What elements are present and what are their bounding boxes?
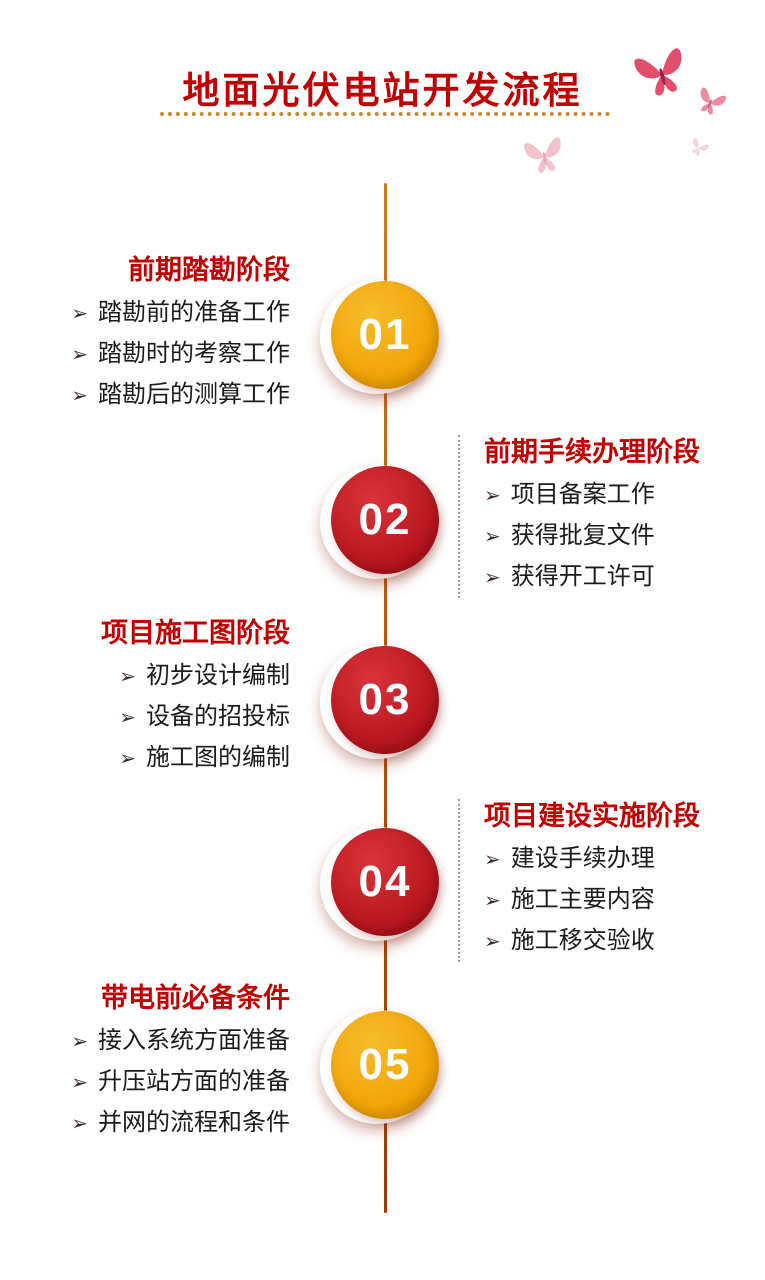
list-item: ➢ 项目备案工作 — [484, 475, 710, 516]
step-item-text: 踏勘前的准备工作 — [98, 299, 290, 326]
step-item-text: 升压站方面的准备 — [98, 1068, 290, 1095]
step-item-text: 获得批复文件 — [510, 522, 655, 549]
list-item: ➢ 并网的流程和条件 — [20, 1103, 290, 1144]
arrow-bullet-icon: ➢ — [484, 567, 501, 589]
arrow-bullet-icon: ➢ — [119, 666, 136, 688]
butterfly-icon — [691, 137, 709, 156]
butterfly-icon — [524, 137, 561, 173]
step-item-text: 接入系统方面准备 — [98, 1027, 290, 1054]
timeline-node-04: 04 — [320, 826, 441, 941]
step-heading: 带电前必备条件 — [101, 983, 290, 1013]
step-item-text: 施工移交验收 — [510, 927, 655, 954]
timeline-node-03: 03 — [320, 644, 441, 759]
list-item: ➢ 踏勘时的考察工作 — [20, 334, 290, 375]
list-item: ➢ 施工图的编制 — [20, 738, 290, 779]
list-item: ➢ 初步设计编制 — [20, 656, 290, 697]
step-item-text: 施工图的编制 — [146, 744, 290, 771]
step-item-text: 建设手续办理 — [510, 845, 655, 872]
step-block-5: 带电前必备条件 ➢ 接入系统方面准备 ➢ 升压站方面的准备 ➢ 并网的流程和条件 — [20, 981, 290, 1144]
arrow-bullet-icon: ➢ — [71, 1031, 88, 1053]
step-item-text: 踏勘时的考察工作 — [98, 340, 290, 367]
list-item: ➢ 踏勘后的测算工作 — [20, 375, 290, 416]
timeline-node-05: 05 — [320, 1009, 441, 1124]
arrow-bullet-icon: ➢ — [484, 485, 501, 507]
step-heading: 前期踏勘阶段 — [128, 255, 290, 285]
arrow-bullet-icon: ➢ — [71, 303, 88, 325]
timeline-node-02: 02 — [320, 464, 441, 579]
step-heading: 前期手续办理阶段 — [484, 437, 700, 467]
arrow-bullet-icon: ➢ — [484, 849, 501, 871]
step-block-1: 前期踏勘阶段 ➢ 踏勘前的准备工作 ➢ 踏勘时的考察工作 ➢ 踏勘后的测算工作 — [20, 253, 290, 416]
arrow-bullet-icon: ➢ — [484, 931, 501, 953]
butterfly-icon — [700, 87, 727, 115]
node-circle: 03 — [331, 646, 439, 754]
arrow-bullet-icon: ➢ — [119, 707, 136, 729]
node-circle: 05 — [331, 1011, 439, 1119]
list-item: ➢ 升压站方面的准备 — [20, 1062, 290, 1103]
step-heading: 项目建设实施阶段 — [484, 801, 700, 831]
step-number: 02 — [358, 495, 412, 544]
list-item: ➢ 设备的招投标 — [20, 697, 290, 738]
step-item-text: 项目备案工作 — [510, 481, 655, 508]
step-block-4: 项目建设实施阶段 ➢ 建设手续办理 ➢ 施工主要内容 ➢ 施工移交验收 — [458, 799, 710, 962]
step-item-text: 初步设计编制 — [146, 662, 290, 689]
step-item-text: 踏勘后的测算工作 — [98, 381, 290, 408]
list-item: ➢ 踏勘前的准备工作 — [20, 293, 290, 334]
timeline-node-01: 01 — [320, 279, 441, 394]
arrow-bullet-icon: ➢ — [71, 344, 88, 366]
arrow-bullet-icon: ➢ — [71, 385, 88, 407]
list-item: ➢ 获得开工许可 — [484, 557, 710, 598]
arrow-bullet-icon: ➢ — [484, 890, 501, 912]
step-block-2: 前期手续办理阶段 ➢ 项目备案工作 ➢ 获得批复文件 ➢ 获得开工许可 — [458, 435, 710, 598]
node-circle: 02 — [331, 466, 439, 574]
page-title: 地面光伏电站开发流程 — [182, 70, 583, 111]
node-circle: 01 — [331, 281, 439, 389]
step-item-text: 获得开工许可 — [510, 563, 655, 590]
title-underline — [160, 112, 610, 116]
list-item: ➢ 建设手续办理 — [484, 839, 710, 880]
step-number: 01 — [358, 310, 412, 359]
arrow-bullet-icon: ➢ — [484, 526, 501, 548]
arrow-bullet-icon: ➢ — [71, 1113, 88, 1135]
list-item: ➢ 施工移交验收 — [484, 921, 710, 962]
step-item-text: 并网的流程和条件 — [98, 1109, 290, 1136]
list-item: ➢ 接入系统方面准备 — [20, 1021, 290, 1062]
step-item-text: 设备的招投标 — [146, 703, 290, 730]
step-heading: 项目施工图阶段 — [101, 618, 290, 648]
step-item-text: 施工主要内容 — [510, 886, 655, 913]
list-item: ➢ 施工主要内容 — [484, 880, 710, 921]
step-number: 04 — [358, 857, 412, 906]
step-block-3: 项目施工图阶段 ➢ 初步设计编制 ➢ 设备的招投标 ➢ 施工图的编制 — [20, 616, 290, 779]
step-number: 03 — [358, 675, 412, 724]
arrow-bullet-icon: ➢ — [119, 748, 136, 770]
node-circle: 04 — [331, 828, 439, 936]
arrow-bullet-icon: ➢ — [71, 1072, 88, 1094]
list-item: ➢ 获得批复文件 — [484, 516, 710, 557]
step-number: 05 — [358, 1040, 412, 1089]
butterfly-icon — [634, 48, 682, 96]
